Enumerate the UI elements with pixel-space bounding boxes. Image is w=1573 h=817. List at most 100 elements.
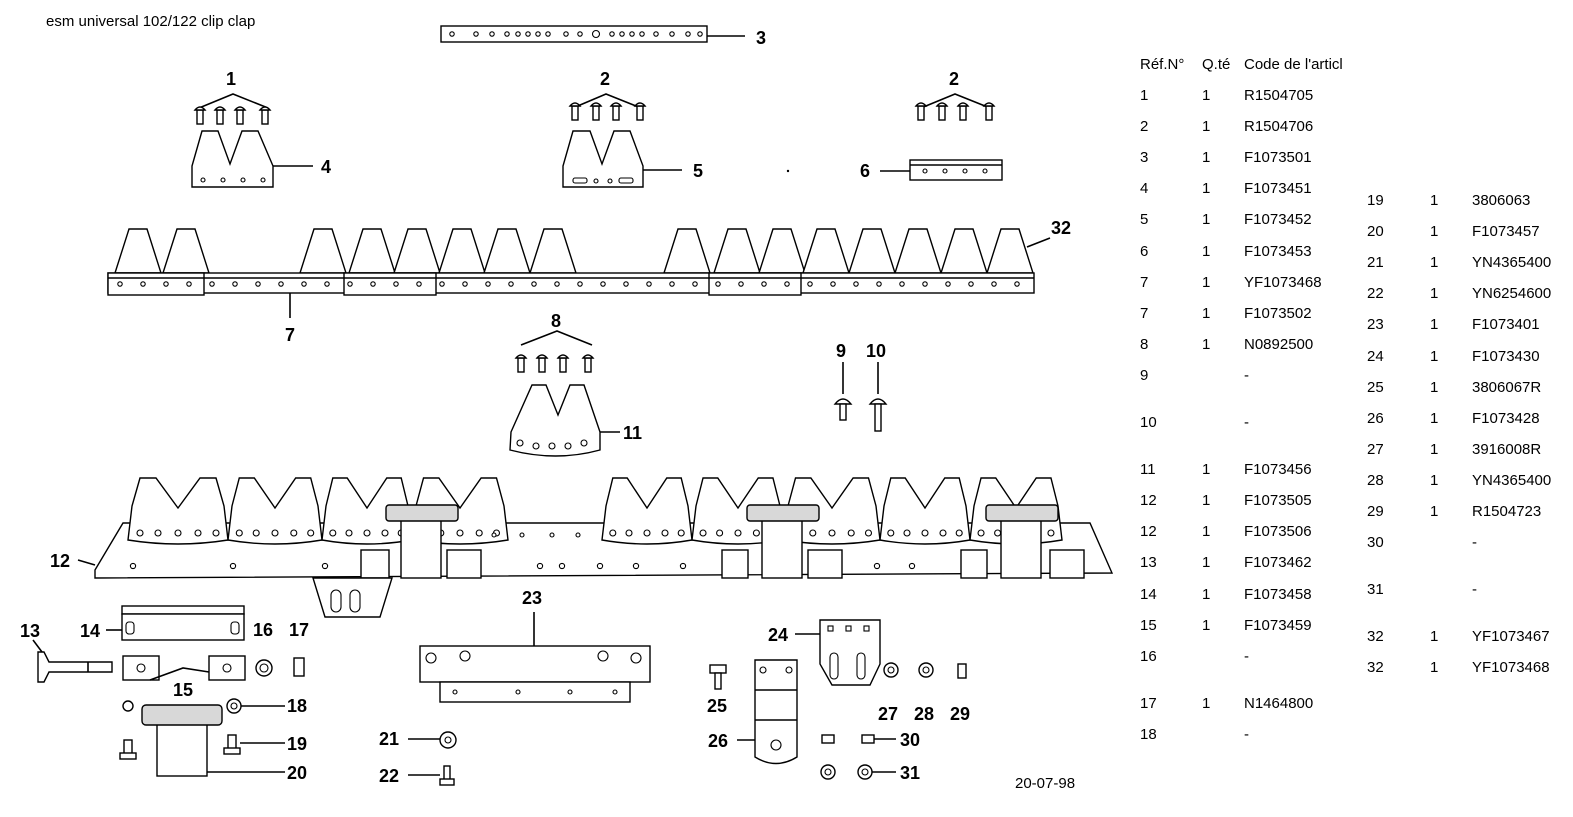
parts-row-qty: 1 xyxy=(1430,347,1439,365)
header-qty: Q.té xyxy=(1202,56,1231,73)
parts-row-qty: 1 xyxy=(1202,149,1211,167)
parts-row-code: F1073505 xyxy=(1244,492,1312,510)
callout-label: 25 xyxy=(707,696,728,716)
callout-label: 16 xyxy=(253,620,274,640)
parts-row-ref: 12 xyxy=(1140,492,1157,510)
callout-label: 18 xyxy=(287,696,308,716)
part-15-spacers xyxy=(122,655,246,681)
callout-label: 1 xyxy=(226,69,237,89)
callout-label: 20 xyxy=(287,763,308,783)
parts-row-qty: 1 xyxy=(1430,659,1439,677)
parts-row-code: R1504706 xyxy=(1244,118,1314,136)
callout-label: 2 xyxy=(600,69,611,89)
upper-knife-bar xyxy=(107,228,1051,318)
parts-row-ref: 32 xyxy=(1367,628,1384,646)
parts-row-qty: 1 xyxy=(1430,316,1439,334)
parts-row-code: F1073459 xyxy=(1244,616,1312,634)
parts-row-code: F1073458 xyxy=(1244,585,1312,603)
callout-label: 8 xyxy=(551,311,562,331)
part-29-nut xyxy=(957,663,967,679)
parts-row-qty: 1 xyxy=(1202,273,1211,291)
parts-row-ref: 4 xyxy=(1140,180,1149,198)
part-17-nut xyxy=(293,657,305,677)
parts-row-qty: 1 xyxy=(1430,192,1439,209)
parts-row-qty: 1 xyxy=(1202,242,1211,260)
callout-label: 17 xyxy=(289,620,310,640)
callout-label: 28 xyxy=(914,704,935,724)
parts-row-ref: 30 xyxy=(1367,534,1384,552)
parts-row-ref: 29 xyxy=(1367,503,1384,520)
part-4-section xyxy=(191,130,313,188)
callout-label: 30 xyxy=(900,730,921,750)
callout-label: 4 xyxy=(321,157,332,177)
part-31-washers xyxy=(820,764,896,780)
header-code: Code de l'articl xyxy=(1244,56,1343,73)
parts-row-ref: 11 xyxy=(1140,461,1156,479)
parts-row-ref: 12 xyxy=(1140,523,1157,541)
parts-row-qty: 1 xyxy=(1430,378,1439,396)
parts-row-code: F1073501 xyxy=(1244,149,1312,167)
parts-row-ref: 21 xyxy=(1367,254,1384,272)
parts-row-code: 3806067R xyxy=(1472,378,1542,396)
drawing-date: 20-07-98 xyxy=(1015,775,1076,792)
parts-row-ref: 27 xyxy=(1367,440,1384,458)
parts-row-ref: 32 xyxy=(1367,659,1384,677)
parts-row-code: YF1073467 xyxy=(1472,628,1550,646)
callout-label: 6 xyxy=(860,161,871,181)
parts-row-ref: 23 xyxy=(1367,316,1384,334)
parts-row-ref: 26 xyxy=(1367,409,1384,427)
parts-row-ref: 13 xyxy=(1140,554,1157,572)
callout-label: 32 xyxy=(1051,218,1072,238)
parts-row-qty: 1 xyxy=(1202,523,1211,541)
part-11-section xyxy=(509,384,620,457)
parts-row-ref: 24 xyxy=(1367,347,1384,365)
parts-row-qty: 1 xyxy=(1202,180,1211,198)
part-25-bolt xyxy=(709,664,727,690)
callout-label: 2 xyxy=(949,69,960,89)
parts-row-qty: 1 xyxy=(1430,471,1439,489)
parts-row-ref: 7 xyxy=(1140,273,1149,291)
parts-row-qty: 1 xyxy=(1202,211,1211,229)
parts-row-ref: 25 xyxy=(1367,378,1384,396)
parts-row-ref: 5 xyxy=(1140,211,1149,229)
parts-row-qty: 1 xyxy=(1202,554,1211,572)
parts-row-qty: 1 xyxy=(1202,304,1211,322)
part-5-section xyxy=(562,130,682,188)
part-27-washer xyxy=(883,662,899,678)
parts-row-qty: 1 xyxy=(1202,461,1211,479)
callout-label: 19 xyxy=(287,734,308,754)
parts-row-code: F1073462 xyxy=(1244,554,1312,572)
parts-row-code: YF1073468 xyxy=(1472,659,1550,677)
parts-row-ref: 20 xyxy=(1367,223,1384,241)
parts-row-ref: 14 xyxy=(1140,585,1157,603)
parts-row-ref: 9 xyxy=(1140,366,1149,384)
callout-label: 24 xyxy=(768,625,789,645)
parts-row-ref: 18 xyxy=(1140,725,1157,743)
parts-row-ref: 3 xyxy=(1140,149,1149,167)
part-22-bolt xyxy=(408,765,455,786)
parts-row-qty: 1 xyxy=(1202,492,1211,510)
parts-row-ref: 15 xyxy=(1140,616,1157,634)
parts-row-ref: 8 xyxy=(1140,335,1149,353)
parts-row-code: - xyxy=(1244,725,1249,743)
parts-row-qty: 1 xyxy=(1430,409,1439,427)
parts-row-qty: 1 xyxy=(1430,223,1439,241)
callout-label: 7 xyxy=(285,325,296,345)
part-2-bolts-a xyxy=(568,93,647,121)
parts-row-qty: 1 xyxy=(1202,616,1211,634)
part-24-bracket xyxy=(795,619,881,686)
parts-row-ref: 28 xyxy=(1367,471,1384,489)
parts-row-ref: 19 xyxy=(1367,192,1384,209)
parts-row-code: YN4365400 xyxy=(1472,471,1552,489)
parts-row-ref: 1 xyxy=(1140,87,1149,104)
parts-row-qty: 1 xyxy=(1430,503,1439,520)
parts-row-qty: 1 xyxy=(1430,285,1439,303)
callout-label: 14 xyxy=(80,621,101,641)
parts-row-qty: 1 xyxy=(1202,694,1211,712)
part-1-bolts xyxy=(193,93,272,125)
callout-label: 26 xyxy=(708,731,729,751)
callout-label: 5 xyxy=(693,161,704,181)
callout-label: 12 xyxy=(50,551,71,571)
callout-label: 9 xyxy=(836,341,847,361)
